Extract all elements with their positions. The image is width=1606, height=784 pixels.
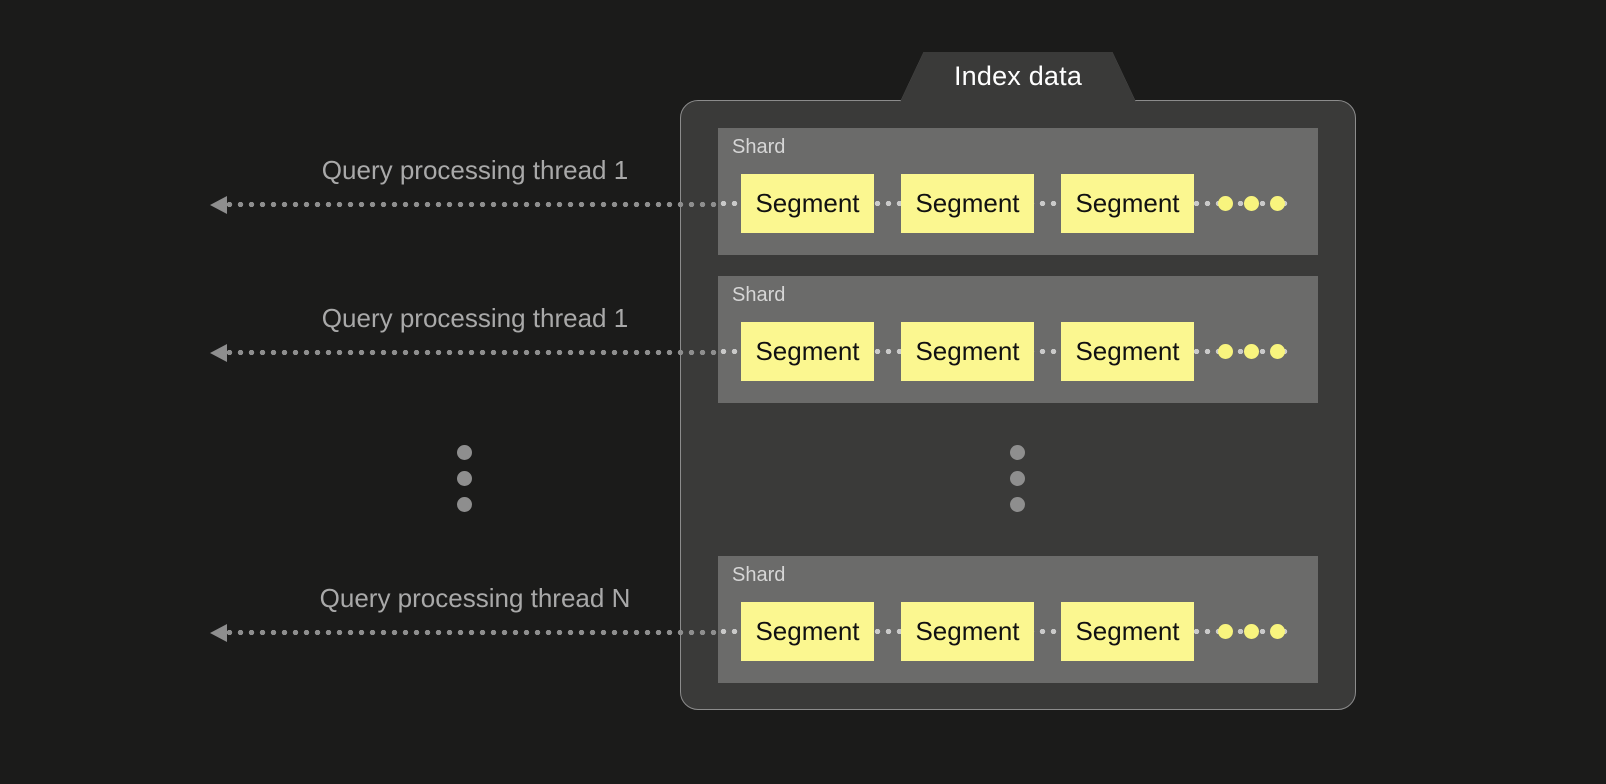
- ellipsis-dot: [1010, 471, 1025, 486]
- ellipsis-dot: [1270, 196, 1285, 211]
- ellipsis-dot: [1218, 344, 1233, 359]
- thread-dotted-line-1: [224, 202, 740, 207]
- thread-arrow-n: Query processing thread N: [210, 583, 740, 653]
- ellipsis-dot: [1244, 344, 1259, 359]
- ellipsis-dot: [1010, 497, 1025, 512]
- shard-label-n: Shard: [732, 564, 786, 586]
- ellipsis-dot: [1270, 344, 1285, 359]
- thread-label-1: Query processing thread 1: [321, 155, 629, 185]
- index-data-tab: Index data: [900, 52, 1136, 102]
- shard-row-1: Shard Segment Segment Segment: [718, 128, 1318, 255]
- ellipsis-dot: [1270, 624, 1285, 639]
- shard-label-2: Shard: [732, 284, 786, 306]
- segment-ellipsis-n: [1218, 624, 1290, 640]
- ellipsis-dot: [1218, 196, 1233, 211]
- arrowhead-icon: [210, 196, 227, 214]
- index-data-title: Index data: [953, 60, 1083, 91]
- segment-box: Segment: [741, 322, 874, 381]
- segment-box: Segment: [741, 602, 874, 661]
- ellipsis-dot: [1218, 624, 1233, 639]
- thread-dotted-line-2: [224, 350, 740, 355]
- segment-box: Segment: [901, 322, 1034, 381]
- segment-box: Segment: [741, 174, 874, 233]
- ellipsis-dot: [457, 497, 472, 512]
- shard-row-n: Shard Segment Segment Segment: [718, 556, 1318, 683]
- ellipsis-dot: [1244, 624, 1259, 639]
- thread-label-n: Query processing thread N: [319, 583, 631, 613]
- segment-box: Segment: [1061, 174, 1194, 233]
- segment-box: Segment: [1061, 602, 1194, 661]
- segment-ellipsis-1: [1218, 196, 1290, 212]
- panel-vertical-ellipsis: [1010, 445, 1026, 515]
- ellipsis-dot: [1010, 445, 1025, 460]
- ellipsis-dot: [457, 471, 472, 486]
- thread-arrow-1: Query processing thread 1: [210, 155, 740, 225]
- ellipsis-dot: [457, 445, 472, 460]
- arrowhead-icon: [210, 344, 227, 362]
- threads-vertical-ellipsis: [457, 445, 473, 515]
- arrowhead-icon: [210, 624, 227, 642]
- thread-arrow-2: Query processing thread 1: [210, 303, 740, 373]
- thread-dotted-line-n: [224, 630, 740, 635]
- index-data-tab-fill: [900, 52, 1136, 102]
- shard-row-2: Shard Segment Segment Segment: [718, 276, 1318, 403]
- segment-box: Segment: [1061, 322, 1194, 381]
- ellipsis-dot: [1244, 196, 1259, 211]
- segment-box: Segment: [901, 602, 1034, 661]
- segment-box: Segment: [901, 174, 1034, 233]
- segment-ellipsis-2: [1218, 344, 1290, 360]
- shard-label-1: Shard: [732, 136, 786, 158]
- thread-label-2: Query processing thread 1: [321, 303, 629, 333]
